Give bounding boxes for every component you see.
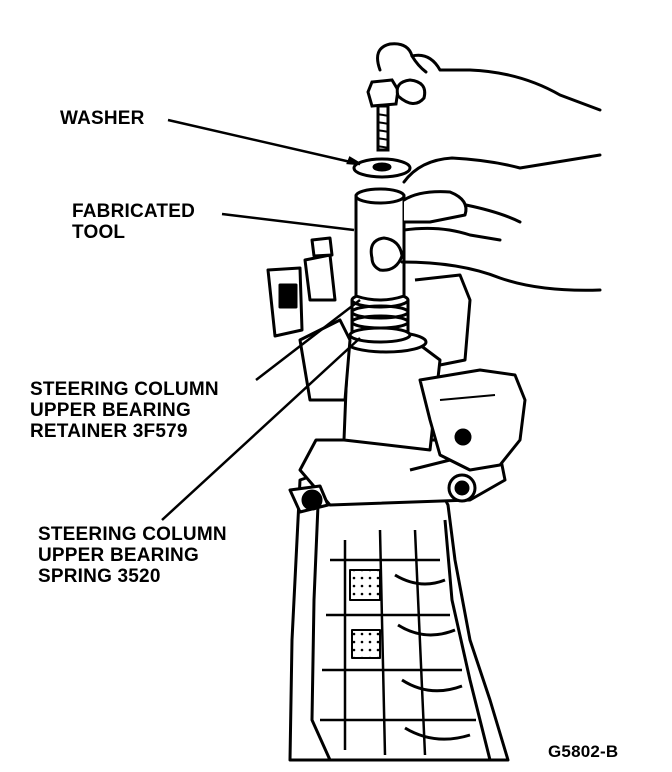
bolt xyxy=(366,78,400,152)
leader-lines xyxy=(161,118,361,521)
figure-id: G5802-B xyxy=(548,742,619,761)
fabricated-tool-label: FABRICATED TOOL xyxy=(72,201,196,243)
washer-label: WASHER xyxy=(60,108,145,129)
bearing-spring-label: STEERING COLUMN UPPER BEARING SPRING 352… xyxy=(38,524,227,587)
lower-hand xyxy=(369,153,602,292)
bearing-retainer-label: STEERING COLUMN UPPER BEARING RETAINER 3… xyxy=(30,379,219,442)
upper-hand xyxy=(376,42,602,112)
washer xyxy=(352,157,412,179)
